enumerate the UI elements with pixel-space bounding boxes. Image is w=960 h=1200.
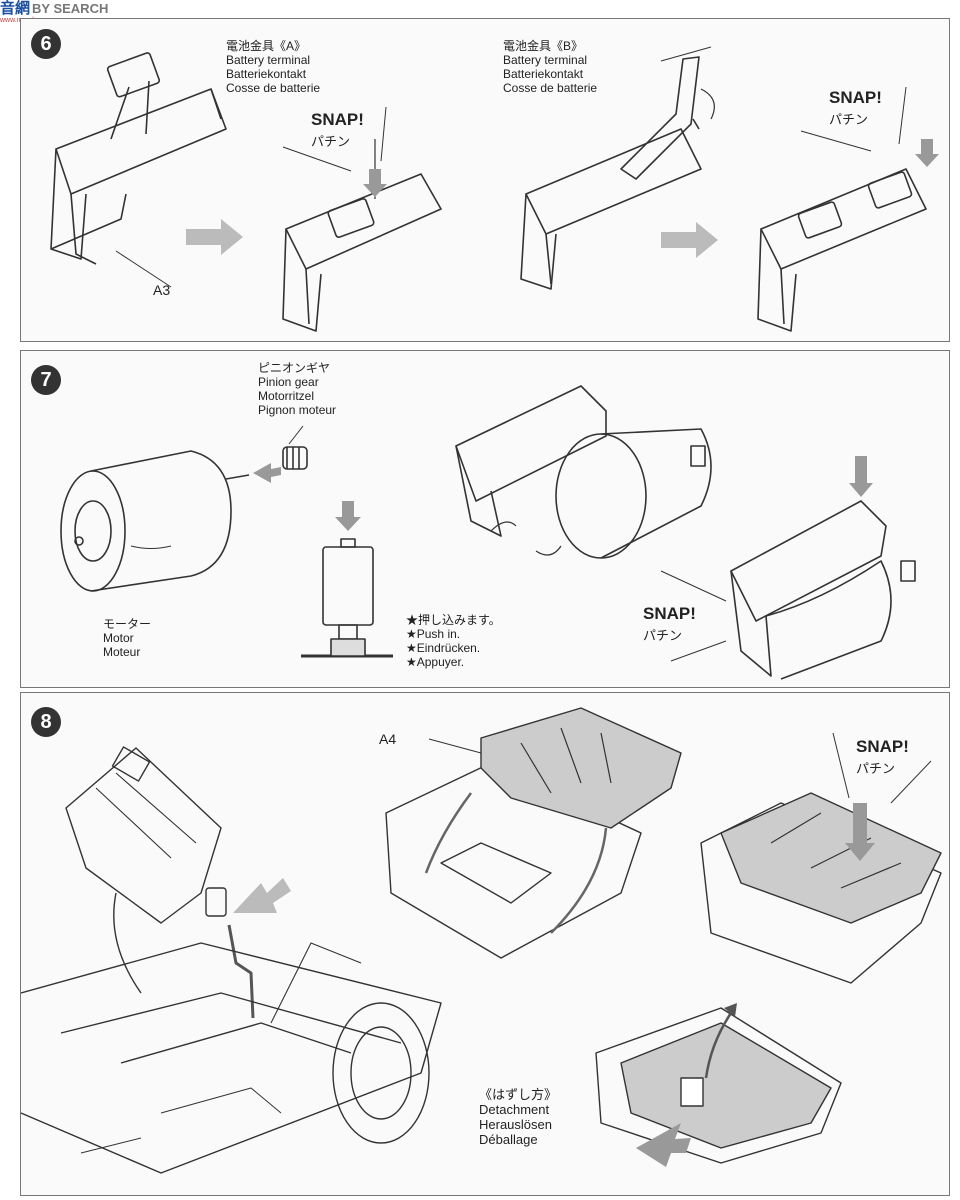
step-8-illustration: [21, 707, 942, 1174]
snap-label-3: SNAP! パチン: [643, 604, 696, 644]
battery-terminal-a-label: 電池金具《A》 Battery terminal Batteriekontakt…: [226, 39, 321, 95]
pinion-gear-drawing: [253, 446, 308, 483]
detach-detail: [595, 1003, 842, 1167]
step-8-number: 8: [31, 707, 61, 737]
motor-unit: [65, 746, 227, 924]
arrow-right-2: [661, 222, 718, 258]
motor-drawing: [60, 450, 250, 592]
battery-holder-snap-a: [282, 139, 442, 332]
step-7-illustration: [60, 385, 916, 680]
snap-label-2: SNAP! パチン: [829, 88, 882, 128]
battery-holder-b: [520, 56, 715, 290]
snap-label-1: SNAP! パチン: [311, 110, 364, 150]
battery-holder-snap-b: [757, 139, 939, 332]
step-6-number: 6: [31, 29, 61, 59]
step-6-panel: 6 電池金具《A》 Battery terminal Batteriekonta…: [20, 18, 950, 342]
step-7-panel: 7 ピニオンギヤ Pinion gear Motorritzel Pignon …: [20, 350, 950, 688]
detachment-label: 《はずし方》 Detachment Herauslösen Déballage: [479, 1087, 558, 1147]
step-6-illustration: [50, 46, 939, 332]
push-in-figure: [301, 501, 393, 658]
step-7-number: 7: [31, 365, 61, 395]
pinion-gear-label: ピニオンギヤ Pinion gear Motorritzel Pignon mo…: [258, 361, 337, 417]
chassis-with-a4: [385, 707, 682, 959]
arrow-right-1: [186, 219, 243, 255]
motor-label: モーター Motor Moteur: [103, 617, 152, 659]
battery-holder-a3: [50, 52, 227, 265]
push-in-label: ★押し込みます。 ★Push in. ★Eindrücken. ★Appuyer…: [406, 613, 501, 669]
chassis-a4-snap: [700, 792, 942, 984]
step-8-panel: 8 A4 SNAP! パチン 《はずし方》 Detachment Herausl…: [20, 692, 950, 1196]
part-tag-a4: A4: [379, 731, 397, 747]
snap-label-4: SNAP! パチン: [856, 737, 909, 777]
watermark-logo: 音網: [0, 0, 31, 17]
part-tag-a3: A3: [153, 282, 171, 298]
watermark-text: BY SEARCH: [32, 1, 109, 16]
motor-assembled: [730, 456, 916, 680]
chassis-on-motor: [455, 385, 712, 559]
battery-terminal-b-label: 電池金具《B》 Battery terminal Batteriekontakt…: [503, 39, 598, 95]
main-chassis: [21, 942, 442, 1174]
